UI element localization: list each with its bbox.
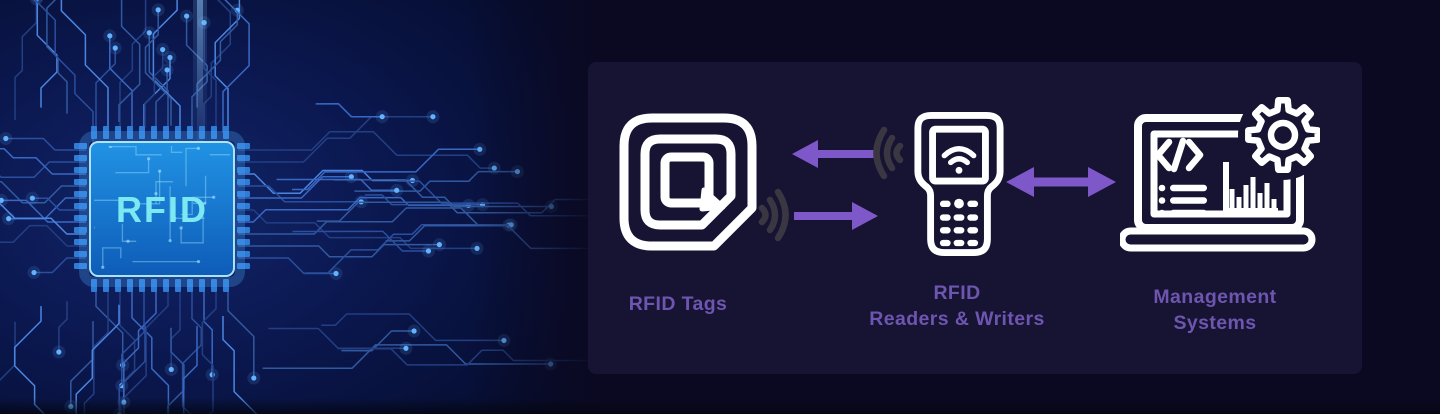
rfid-handheld-reader-icon — [914, 112, 1004, 256]
tag-signal-waves-icon — [758, 188, 789, 242]
right-fade — [470, 0, 600, 414]
chip-inner-traces — [94, 146, 230, 269]
reader-signal-waves-icon — [873, 126, 904, 180]
reader-screen — [929, 125, 989, 185]
reader-keypad — [939, 198, 979, 247]
tag-antenna-tail — [699, 187, 726, 212]
label-rfid-readers-writers: RFID Readers & Writers — [857, 281, 1057, 332]
laptop-analytics-gear-icon — [1120, 92, 1320, 252]
code-icon — [1154, 137, 1204, 173]
arrow-left-icon — [792, 140, 876, 168]
list-icon — [1158, 184, 1207, 217]
label-line: Management — [1153, 286, 1277, 308]
label-management-systems: Management Systems — [1115, 285, 1315, 336]
chip-body — [89, 141, 235, 277]
light-beam — [197, 0, 203, 170]
chip-glow — [79, 131, 245, 287]
bidirectional-arrow-icon — [1006, 167, 1116, 197]
chip-label: RFID — [116, 189, 208, 230]
gear-icon — [1238, 92, 1320, 180]
label-line: Systems — [1173, 311, 1257, 334]
bar-chart-icon — [1223, 162, 1278, 214]
label-rfid-tags: RFID Tags — [628, 293, 728, 315]
circuit-board-art: RFID — [0, 0, 600, 414]
arrow-right-icon — [794, 202, 878, 230]
rfid-tag-icon — [619, 113, 757, 251]
wifi-icon — [941, 146, 977, 174]
label-line: RFID — [933, 282, 981, 304]
chip-pins — [74, 126, 250, 292]
laptop-base — [1120, 227, 1316, 252]
label-line: Readers & Writers — [869, 307, 1045, 330]
rfid-chip-icon: RFID — [74, 126, 250, 292]
